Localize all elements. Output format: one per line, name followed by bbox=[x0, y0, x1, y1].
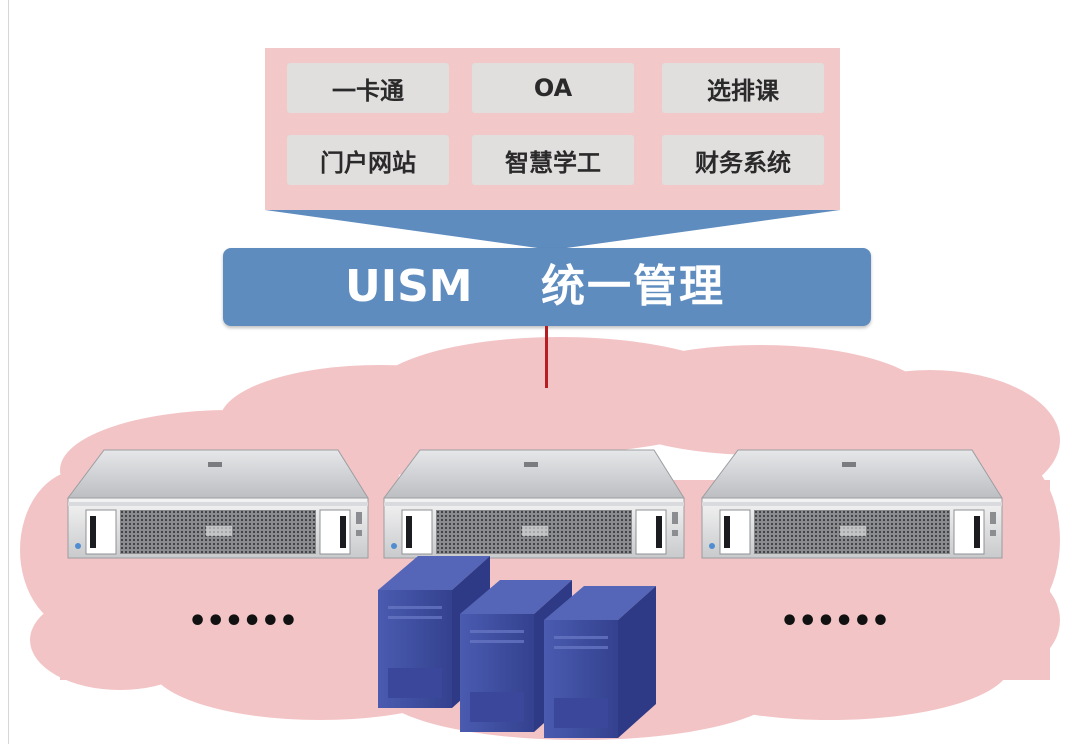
rack-server-icon bbox=[67, 449, 369, 559]
uism-label: 统一管理 bbox=[541, 261, 725, 312]
left-divider bbox=[8, 0, 9, 744]
ellipsis-right: •••••• bbox=[780, 604, 890, 639]
rack-server-icon bbox=[701, 449, 1003, 559]
funnel-shape bbox=[265, 210, 840, 250]
app-tile-card: 一卡通 bbox=[287, 63, 449, 113]
app-tile-finance: 财务系统 bbox=[662, 135, 824, 185]
uism-name: UISM bbox=[345, 261, 473, 312]
app-tile-student-affairs: 智慧学工 bbox=[472, 135, 634, 185]
app-tile-course-scheduling: 选排课 bbox=[662, 63, 824, 113]
ellipsis-left: •••••• bbox=[188, 604, 298, 639]
uism-management-bar: UISM 统一管理 bbox=[223, 248, 871, 326]
connector-line bbox=[545, 326, 548, 388]
app-tile-portal: 门户网站 bbox=[287, 135, 449, 185]
app-tile-oa: OA bbox=[472, 63, 634, 113]
rack-server-icon bbox=[383, 449, 685, 559]
tower-server-icon bbox=[544, 586, 656, 738]
application-panel: 一卡通 OA 选排课 门户网站 智慧学工 财务系统 bbox=[265, 48, 840, 210]
